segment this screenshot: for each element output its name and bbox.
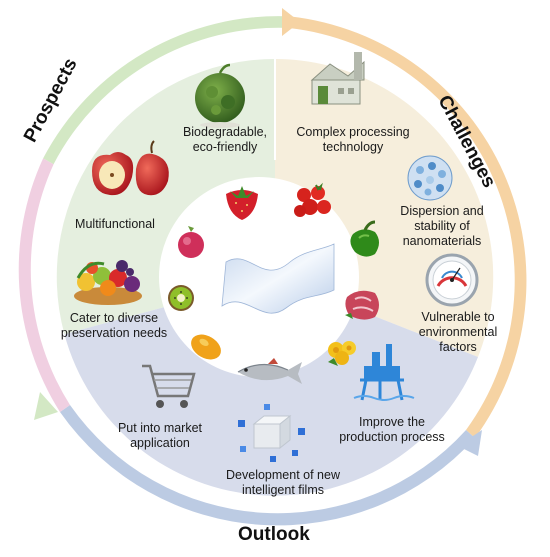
ring-arrowhead bbox=[458, 430, 482, 456]
label-dispersion-stability: Dispersion and stability of nanomaterial… bbox=[400, 204, 484, 248]
outer-ring bbox=[18, 8, 527, 526]
fruit-basket-icon bbox=[74, 260, 142, 305]
outlook-title: Outlook bbox=[238, 524, 310, 545]
fish-icon bbox=[237, 358, 302, 384]
lychee-icon bbox=[178, 226, 204, 258]
ring-segment-outlook bbox=[60, 405, 475, 526]
thermometer-hygrometer-icon bbox=[425, 253, 479, 307]
label-biodegradable: Biodegradable, eco-friendly bbox=[182, 125, 268, 154]
label-complex-processing: Complex processing technology bbox=[296, 125, 410, 154]
nanoparticle-icon bbox=[407, 155, 453, 201]
label-new-intelligent-films: Development of new intelligent films bbox=[226, 468, 340, 497]
kiwi-icon bbox=[168, 285, 194, 311]
factory-icon bbox=[310, 52, 365, 105]
label-vulnerable-environment: Vulnerable to environmental factors bbox=[418, 310, 498, 354]
ring-arrowhead bbox=[34, 392, 58, 420]
earth-moss-globe-icon bbox=[195, 63, 245, 128]
transparent-film-icon bbox=[221, 243, 335, 314]
shopping-cart-icon bbox=[142, 364, 196, 408]
green-pepper-icon bbox=[350, 220, 379, 257]
ring-segment-prospects bbox=[43, 16, 290, 165]
chrysanthemum-icon bbox=[328, 341, 356, 366]
label-improve-production: Improve the production process bbox=[339, 415, 445, 444]
label-market-application: Put into market application bbox=[117, 421, 203, 450]
ring-arrowhead bbox=[282, 8, 300, 36]
outlook-sector bbox=[64, 277, 479, 496]
cube-network-icon bbox=[238, 404, 305, 462]
label-multifunctional: Multifunctional bbox=[75, 217, 155, 231]
ring-segment-transition bbox=[18, 158, 70, 412]
apple-icon bbox=[92, 140, 169, 196]
ring-segment-challenges bbox=[289, 16, 527, 439]
cherry-tomatoes-icon bbox=[294, 182, 331, 217]
raw-meat-icon bbox=[345, 290, 379, 320]
label-cater-diverse: Cater to diverse preservation needs bbox=[60, 311, 168, 340]
mango-icon bbox=[191, 334, 221, 360]
offshore-platform-icon bbox=[353, 344, 415, 401]
strawberry-icon bbox=[226, 186, 258, 220]
